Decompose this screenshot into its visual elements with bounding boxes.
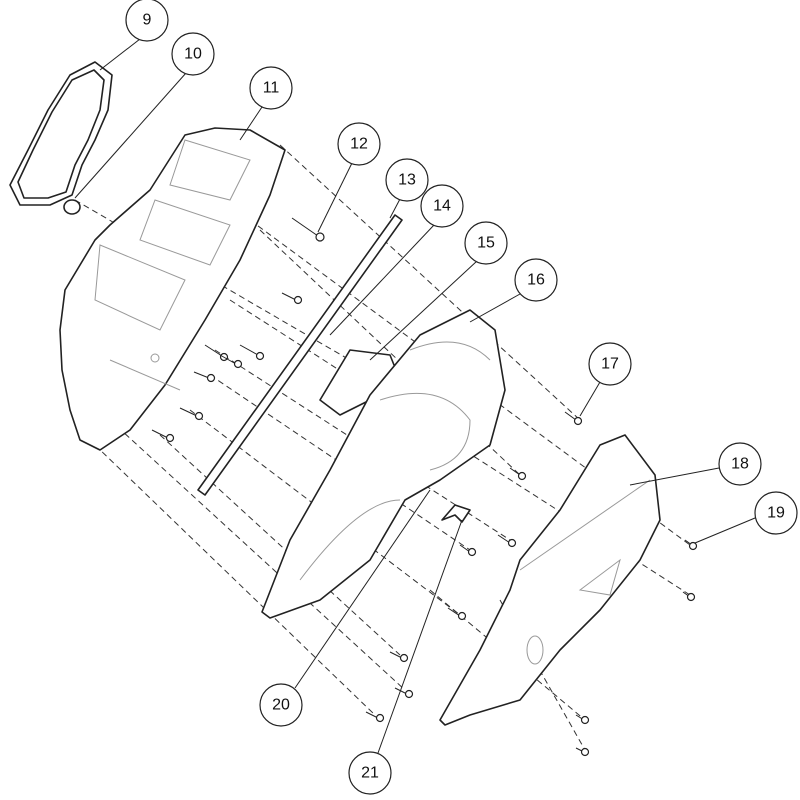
callout-17: 17	[588, 342, 632, 386]
callout-15: 15	[464, 221, 508, 265]
screw-21	[459, 544, 477, 557]
part-20-clip	[441, 504, 471, 523]
screw	[204, 344, 229, 362]
callout-label: 17	[601, 356, 619, 373]
callout-label: 12	[350, 136, 368, 153]
screw	[509, 467, 527, 481]
screw	[575, 747, 590, 757]
screw	[447, 607, 467, 621]
screw	[389, 651, 409, 663]
callout-label: 14	[433, 198, 451, 215]
screw	[179, 407, 204, 421]
screw	[497, 534, 517, 548]
part-11-inner-cover	[59, 127, 286, 451]
callout-leaders	[74, 38, 756, 754]
callout-label: 10	[184, 46, 202, 63]
screw-12	[291, 217, 325, 242]
callout-label: 21	[361, 765, 379, 782]
screws	[151, 217, 698, 757]
part-9-gasket	[9, 61, 113, 206]
callout-9: 9	[125, 0, 169, 42]
callout-label: 18	[731, 456, 749, 473]
part-13-gasket	[197, 214, 403, 496]
callout-21: 21	[348, 751, 392, 795]
screw	[365, 711, 385, 723]
callout-label: 11	[263, 80, 280, 97]
callout-11: 11	[249, 66, 293, 110]
screw	[151, 429, 175, 443]
part-10-o-ring	[63, 199, 81, 215]
screw	[394, 687, 414, 699]
callout-label: 19	[767, 505, 785, 522]
callout-label: 15	[477, 235, 495, 252]
callout-label: 16	[527, 272, 545, 289]
screw-17	[564, 411, 583, 426]
callout-label: 9	[143, 12, 152, 29]
screw	[575, 714, 590, 725]
part-18-outer-housing	[439, 434, 661, 726]
callout-14: 14	[420, 184, 464, 228]
screw	[281, 292, 303, 305]
callout-19: 19	[754, 491, 798, 535]
callout-18: 18	[718, 442, 762, 486]
callout-10: 10	[171, 32, 215, 76]
callout-13: 13	[385, 158, 429, 202]
screw	[239, 344, 265, 361]
callout-label: 20	[272, 697, 290, 714]
screw-19	[684, 539, 698, 551]
screw	[682, 591, 696, 602]
callout-12: 12	[337, 122, 381, 166]
part-16-outer-cover	[261, 309, 506, 619]
callout-20: 20	[259, 683, 303, 727]
screw	[219, 354, 243, 369]
callout-label: 13	[398, 172, 416, 189]
screw	[193, 371, 216, 383]
callout-16: 16	[514, 258, 558, 302]
